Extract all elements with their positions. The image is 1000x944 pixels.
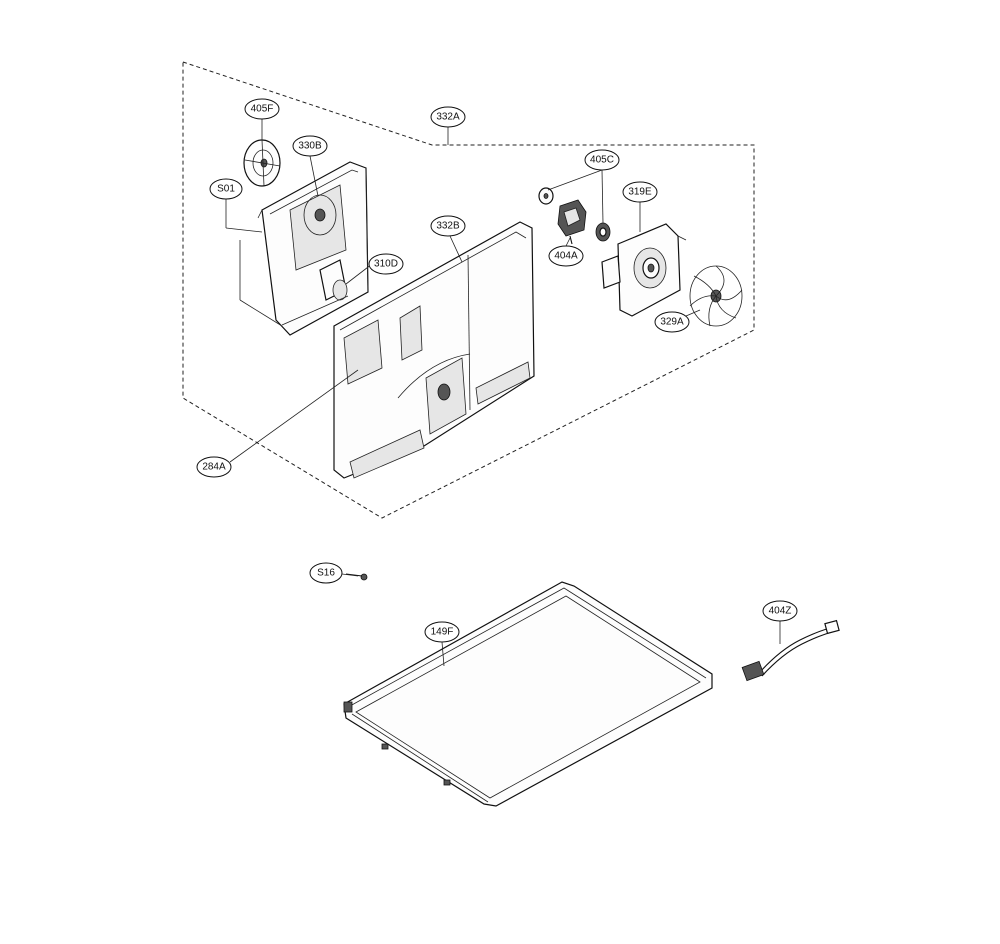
label-404A: 404A <box>554 251 578 262</box>
label-329A: 329A <box>660 317 684 328</box>
part-405F-disc <box>243 139 281 187</box>
part-label-149F: 149F <box>424 621 460 643</box>
part-330B-bracket <box>257 161 369 336</box>
part-label-404Z: 404Z <box>762 600 798 622</box>
part-label-405F: 405F <box>244 98 280 120</box>
label-319E: 319E <box>628 187 652 198</box>
part-label-332A: 332A <box>430 106 466 128</box>
part-404Z-harness <box>741 619 840 682</box>
part-319E-fan-housing <box>601 223 687 317</box>
part-label-405C: 405C <box>584 149 620 171</box>
label-404Z: 404Z <box>769 606 792 617</box>
label-284A: 284A <box>202 462 226 473</box>
label-332B: 332B <box>436 221 460 232</box>
part-label-284A: 284A <box>196 456 232 478</box>
label-149F: 149F <box>431 627 454 638</box>
part-329A-fan-blade <box>689 265 743 327</box>
part-label-319E: 319E <box>622 181 658 203</box>
part-S16-screw <box>345 573 368 581</box>
part-332B-cover <box>333 221 535 479</box>
label-405F: 405F <box>251 104 274 115</box>
part-label-S01: S01 <box>209 178 243 200</box>
part-404A-motor <box>557 199 587 245</box>
label-330B: 330B <box>298 141 322 152</box>
label-332A: 332A <box>436 112 460 123</box>
part-label-332B: 332B <box>430 215 466 237</box>
part-149F-shelf <box>343 581 713 807</box>
part-label-310D: 310D <box>368 253 404 275</box>
label-310D: 310D <box>374 259 398 270</box>
label-S01: S01 <box>217 184 235 195</box>
part-405C-parts <box>538 187 611 242</box>
part-label-404A: 404A <box>548 245 584 267</box>
assembly-outline <box>182 61 755 519</box>
part-label-329A: 329A <box>654 311 690 333</box>
label-405C: 405C <box>590 155 614 166</box>
part-label-330B: 330B <box>292 135 328 157</box>
label-S16: S16 <box>317 568 335 579</box>
part-label-S16: S16 <box>309 562 343 584</box>
